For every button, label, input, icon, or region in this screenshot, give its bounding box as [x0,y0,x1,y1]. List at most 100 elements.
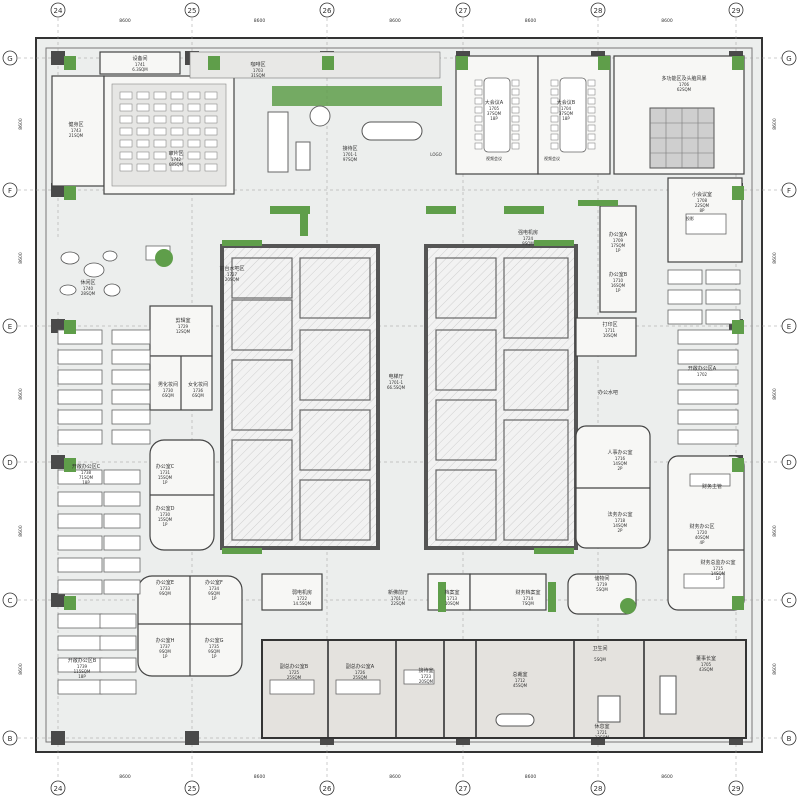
core-cell [231,257,293,299]
review-seat [170,103,184,112]
room-seats: 18P [78,674,86,679]
grid-col-label: 28 [594,7,603,15]
room-label: 弱电机房 [292,589,312,596]
tree [620,598,636,614]
review-seat [153,127,167,136]
rest-stones [59,250,121,297]
room-code: 1737 [160,644,171,649]
core-cell [299,329,371,401]
planter [732,596,744,610]
desk [683,573,725,589]
planter [64,56,76,70]
room-area: 9SQM [522,241,534,246]
desk [99,679,137,695]
grid-bubble [184,780,200,796]
room-code: 1706 [679,82,690,87]
rest-stone [103,283,121,297]
core-cell [503,419,569,541]
room-label: 咖啡区 [250,61,265,68]
room-code: 1714 [523,596,534,601]
room-code: 1709 [613,238,624,243]
room-code: 1736 [193,388,204,393]
grid-col-label: 28 [594,785,603,793]
grid-bubble [2,592,18,608]
room-area: 37SQM [559,111,574,116]
storage-room [567,573,637,615]
room-code: 1708 [697,198,708,203]
room-label: 办公室G [205,637,224,644]
review-seat [119,151,133,160]
room-code: 1723 [421,674,432,679]
chair [511,79,520,87]
room-code: 1720 [697,530,708,535]
ceo-desk [495,713,535,727]
room-label: 人事办公室 [607,449,632,456]
room-area: 22SQM [695,203,710,208]
desk [57,535,103,551]
room-label: 接待区 [342,145,357,152]
desk [705,289,741,305]
planter [64,186,76,200]
room-label: 财务主管 [702,483,722,490]
room-code: 1729 [178,324,189,329]
room-seats: 1P [163,480,169,485]
room-code: 1701-1 [389,380,404,385]
room-area: 6SQM [162,393,174,398]
planter [322,56,334,70]
grid-row-label: E [787,323,791,331]
grid-bubble [2,454,18,470]
room-label: 副总办公室B [280,663,309,670]
chair [587,88,596,96]
review-seat [187,91,201,100]
chair [587,142,596,150]
grid-span-label: 8600 [18,525,24,537]
desk [103,579,141,595]
review-seat [170,115,184,124]
chair [550,115,559,123]
grid-col-label: 27 [459,7,468,15]
planter [534,548,574,554]
room-code: 1701-1 [343,152,358,157]
grid-bubble [50,780,66,796]
room-seats: 1P [616,248,622,253]
desk [677,349,739,365]
room-area: 5SQM [594,657,606,662]
room-area: 31SQM [251,73,266,78]
chair [511,88,520,96]
grid-span-label: 8600 [389,774,401,780]
grid-row-label: F [787,187,791,195]
chair [511,106,520,114]
grid-span-label: 8600 [772,252,778,264]
print-area [575,317,637,357]
grid-span-label: 8600 [18,388,24,400]
review-seat [136,163,150,172]
room-area: 14SQM [711,571,726,576]
room-label: 办公室E [156,579,174,586]
planter [548,582,556,612]
grid-col-label: 25 [188,785,197,793]
room-label: 设备间 [132,55,147,62]
meeting-chairs [474,79,596,150]
grid-span-label: 8600 [119,18,131,24]
desk [57,389,103,405]
meeting-table-a [483,77,511,153]
room-code: 1735 [209,644,220,649]
room-code: 1712 [515,678,526,683]
room-code: 1701-1 [391,596,406,601]
room-label: 财务档案室 [515,589,540,596]
review-seat [170,127,184,136]
review-seat [170,163,184,172]
room-label: 多功能区及头脑风暴 [661,75,706,82]
small-label: LOGO [430,152,441,157]
core-cell [435,329,497,391]
grid-col-label: 24 [54,7,63,15]
grid-row-label: E [8,323,12,331]
room-area: 10SQM [445,601,460,606]
review-seat [204,163,218,172]
room-area: 97SQM [343,157,358,162]
grid-bubble [781,182,797,198]
grid-bubble [184,2,200,18]
review-seat [204,151,218,160]
desk [677,369,739,385]
room-code: 1742 [171,157,182,162]
